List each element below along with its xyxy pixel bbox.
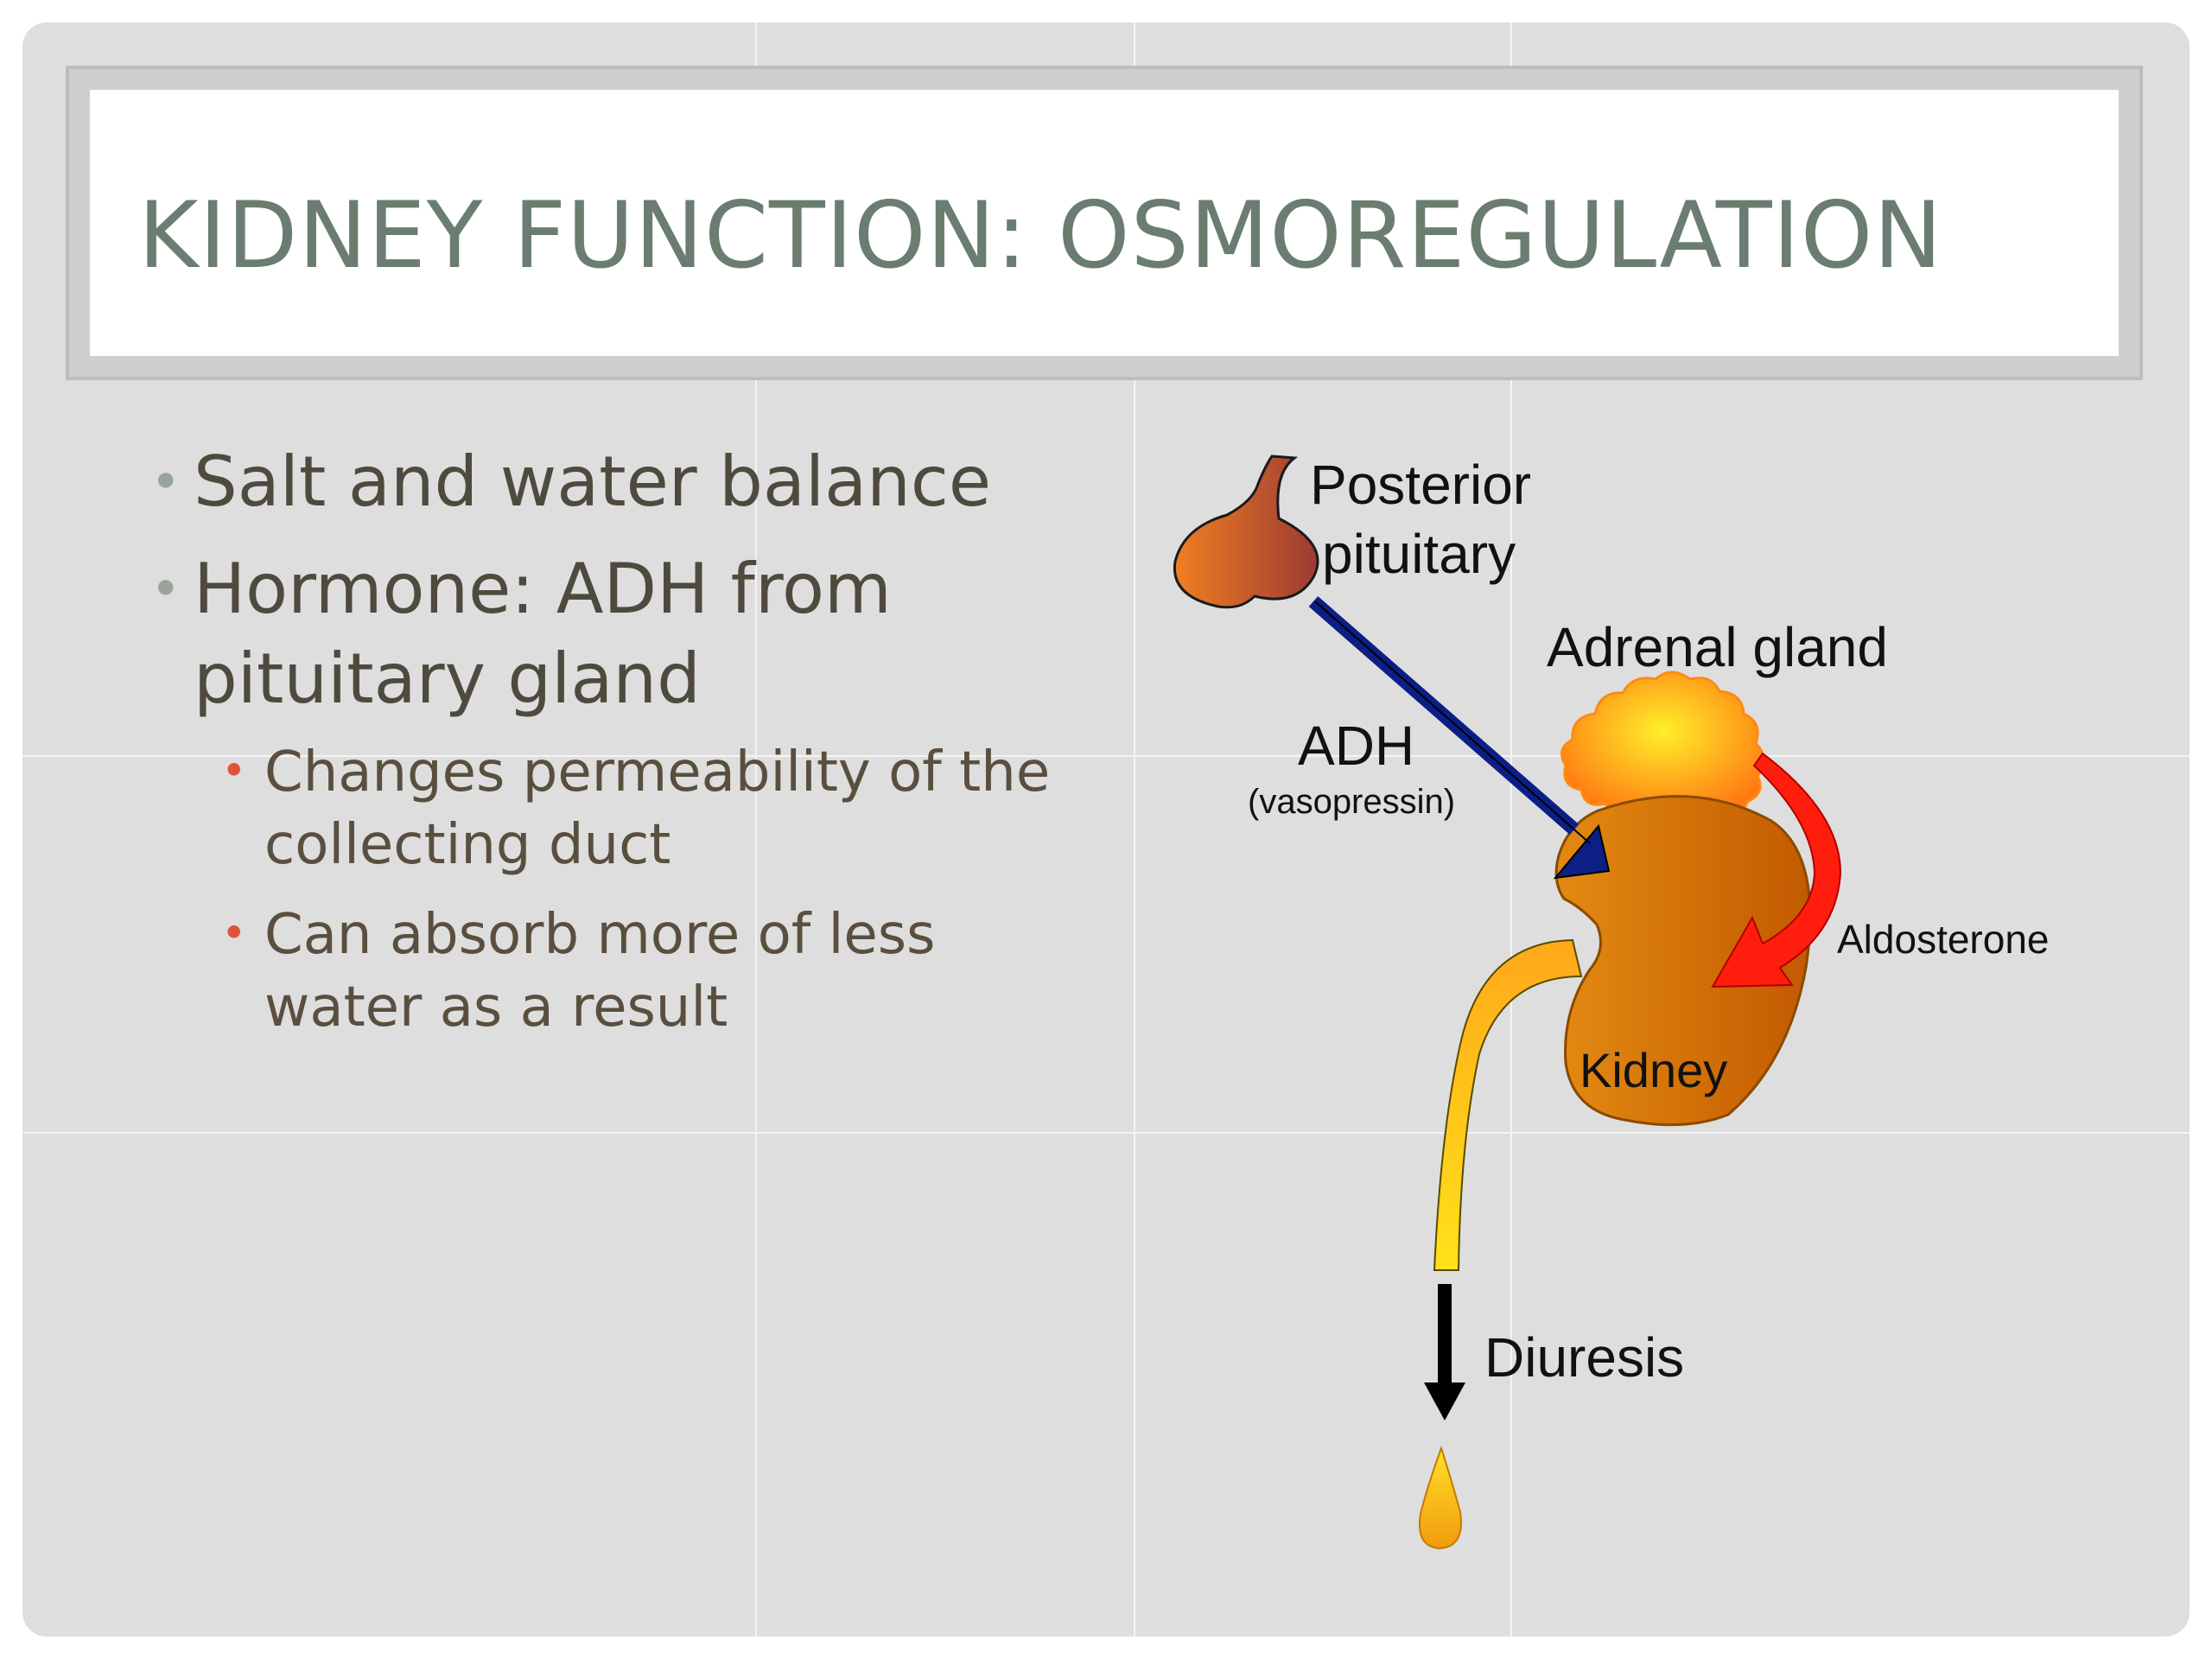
bullet-text: Salt and water balance [194,442,992,522]
posterior-pituitary-label: Posterior [1310,454,1532,516]
grid-line [22,755,2190,757]
sub-bullet-text: Changes permeability of the collecting d… [264,741,1051,877]
sub-bullet-item: • Changes permeability of the collecting… [221,736,1094,881]
bullet-dot: • [150,559,181,620]
diuresis-arrow [1424,1284,1465,1421]
sub-bullet-dot: • [221,908,247,958]
slide-title: Kidney Function: Osmoregulation [138,182,1943,289]
grid-line [755,22,757,1637]
sub-bullet-item: • Can absorb more of less water as a res… [221,899,1094,1044]
bullet-list: • Salt and water balance • Hormone: ADH … [0,0,1080,1123]
urine-drop-icon [1419,1445,1462,1550]
adrenal-gland-label: Adrenal gland [1547,616,1888,678]
bullet-item: • Hormone: ADH from pituitary gland [150,544,1058,724]
kidney-shape [1554,795,1812,1127]
pituitary-gland [1173,454,1319,609]
posterior-pituitary-label: pituitary [1322,523,1516,585]
bullet-text: Hormone: ADH from pituitary gland [194,549,892,719]
aldosterone-label: Aldosterone [1837,917,2050,962]
vasopressin-label: (vasopressin) [1248,783,1456,821]
sub-bullet-dot: • [221,746,247,796]
title-box [90,90,2119,356]
sub-bullet-text: Can absorb more of less water as a resul… [264,903,936,1039]
diuresis-label: Diuresis [1484,1326,1685,1389]
bullet-dot: • [150,452,181,512]
adh-arrow [1308,595,1611,880]
aldosterone-arrow [1711,752,1842,988]
grid-line [1510,22,1512,1637]
adh-label: ADH [1298,715,1415,777]
grid-line [22,1132,2190,1134]
title-frame [66,66,2143,380]
ureter [1433,938,1583,1271]
kidney-label: Kidney [1580,1043,1728,1097]
bullet-item: • Salt and water balance [150,437,1058,527]
grid-line [1134,22,1135,1637]
